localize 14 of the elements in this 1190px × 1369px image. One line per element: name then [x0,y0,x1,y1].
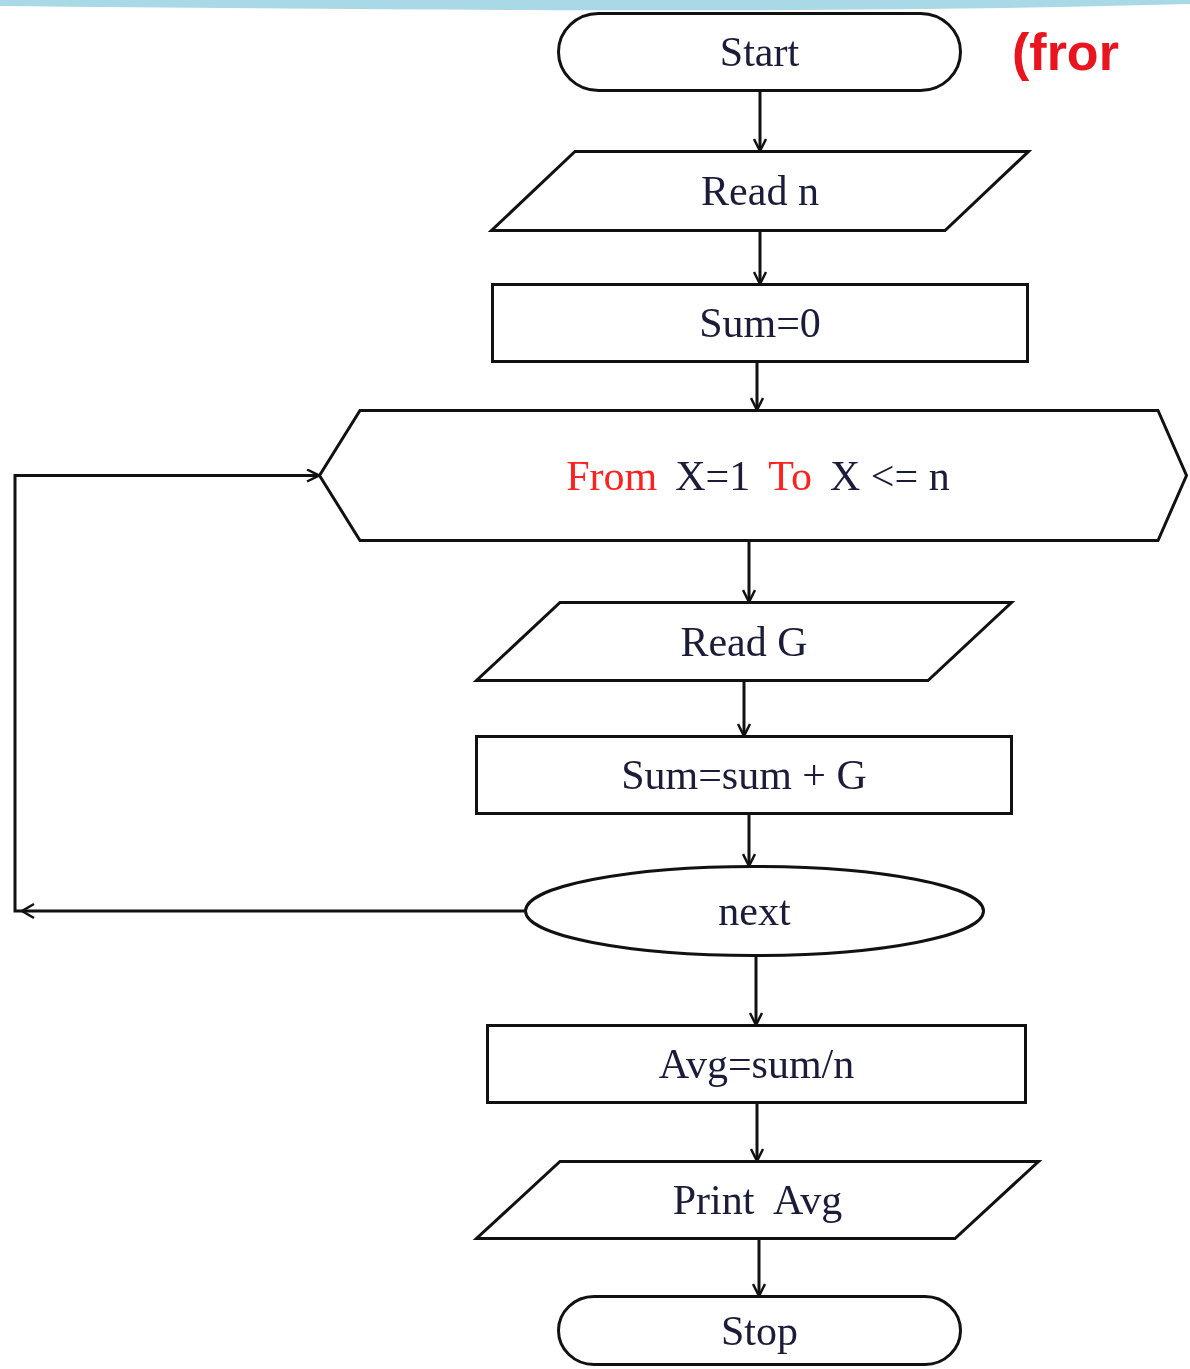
loop-keyword: To [768,451,813,500]
step-text: Sum=0 [699,299,821,347]
step-text: Avg=sum/n [658,1040,855,1088]
step-text: Read G [680,617,808,666]
step-text: Start [719,28,800,76]
step-text: Sum=sum + G [621,751,867,799]
step-text: X=1 [675,451,751,500]
note-text: (fror [1012,22,1119,82]
step-text: Read n [701,167,819,215]
step-text: X <= n [830,451,950,500]
loop-keyword: From [566,451,658,500]
step-text: Print Avg [672,1176,843,1224]
step-text: next [718,887,791,935]
step-text: Stop [721,1306,798,1355]
